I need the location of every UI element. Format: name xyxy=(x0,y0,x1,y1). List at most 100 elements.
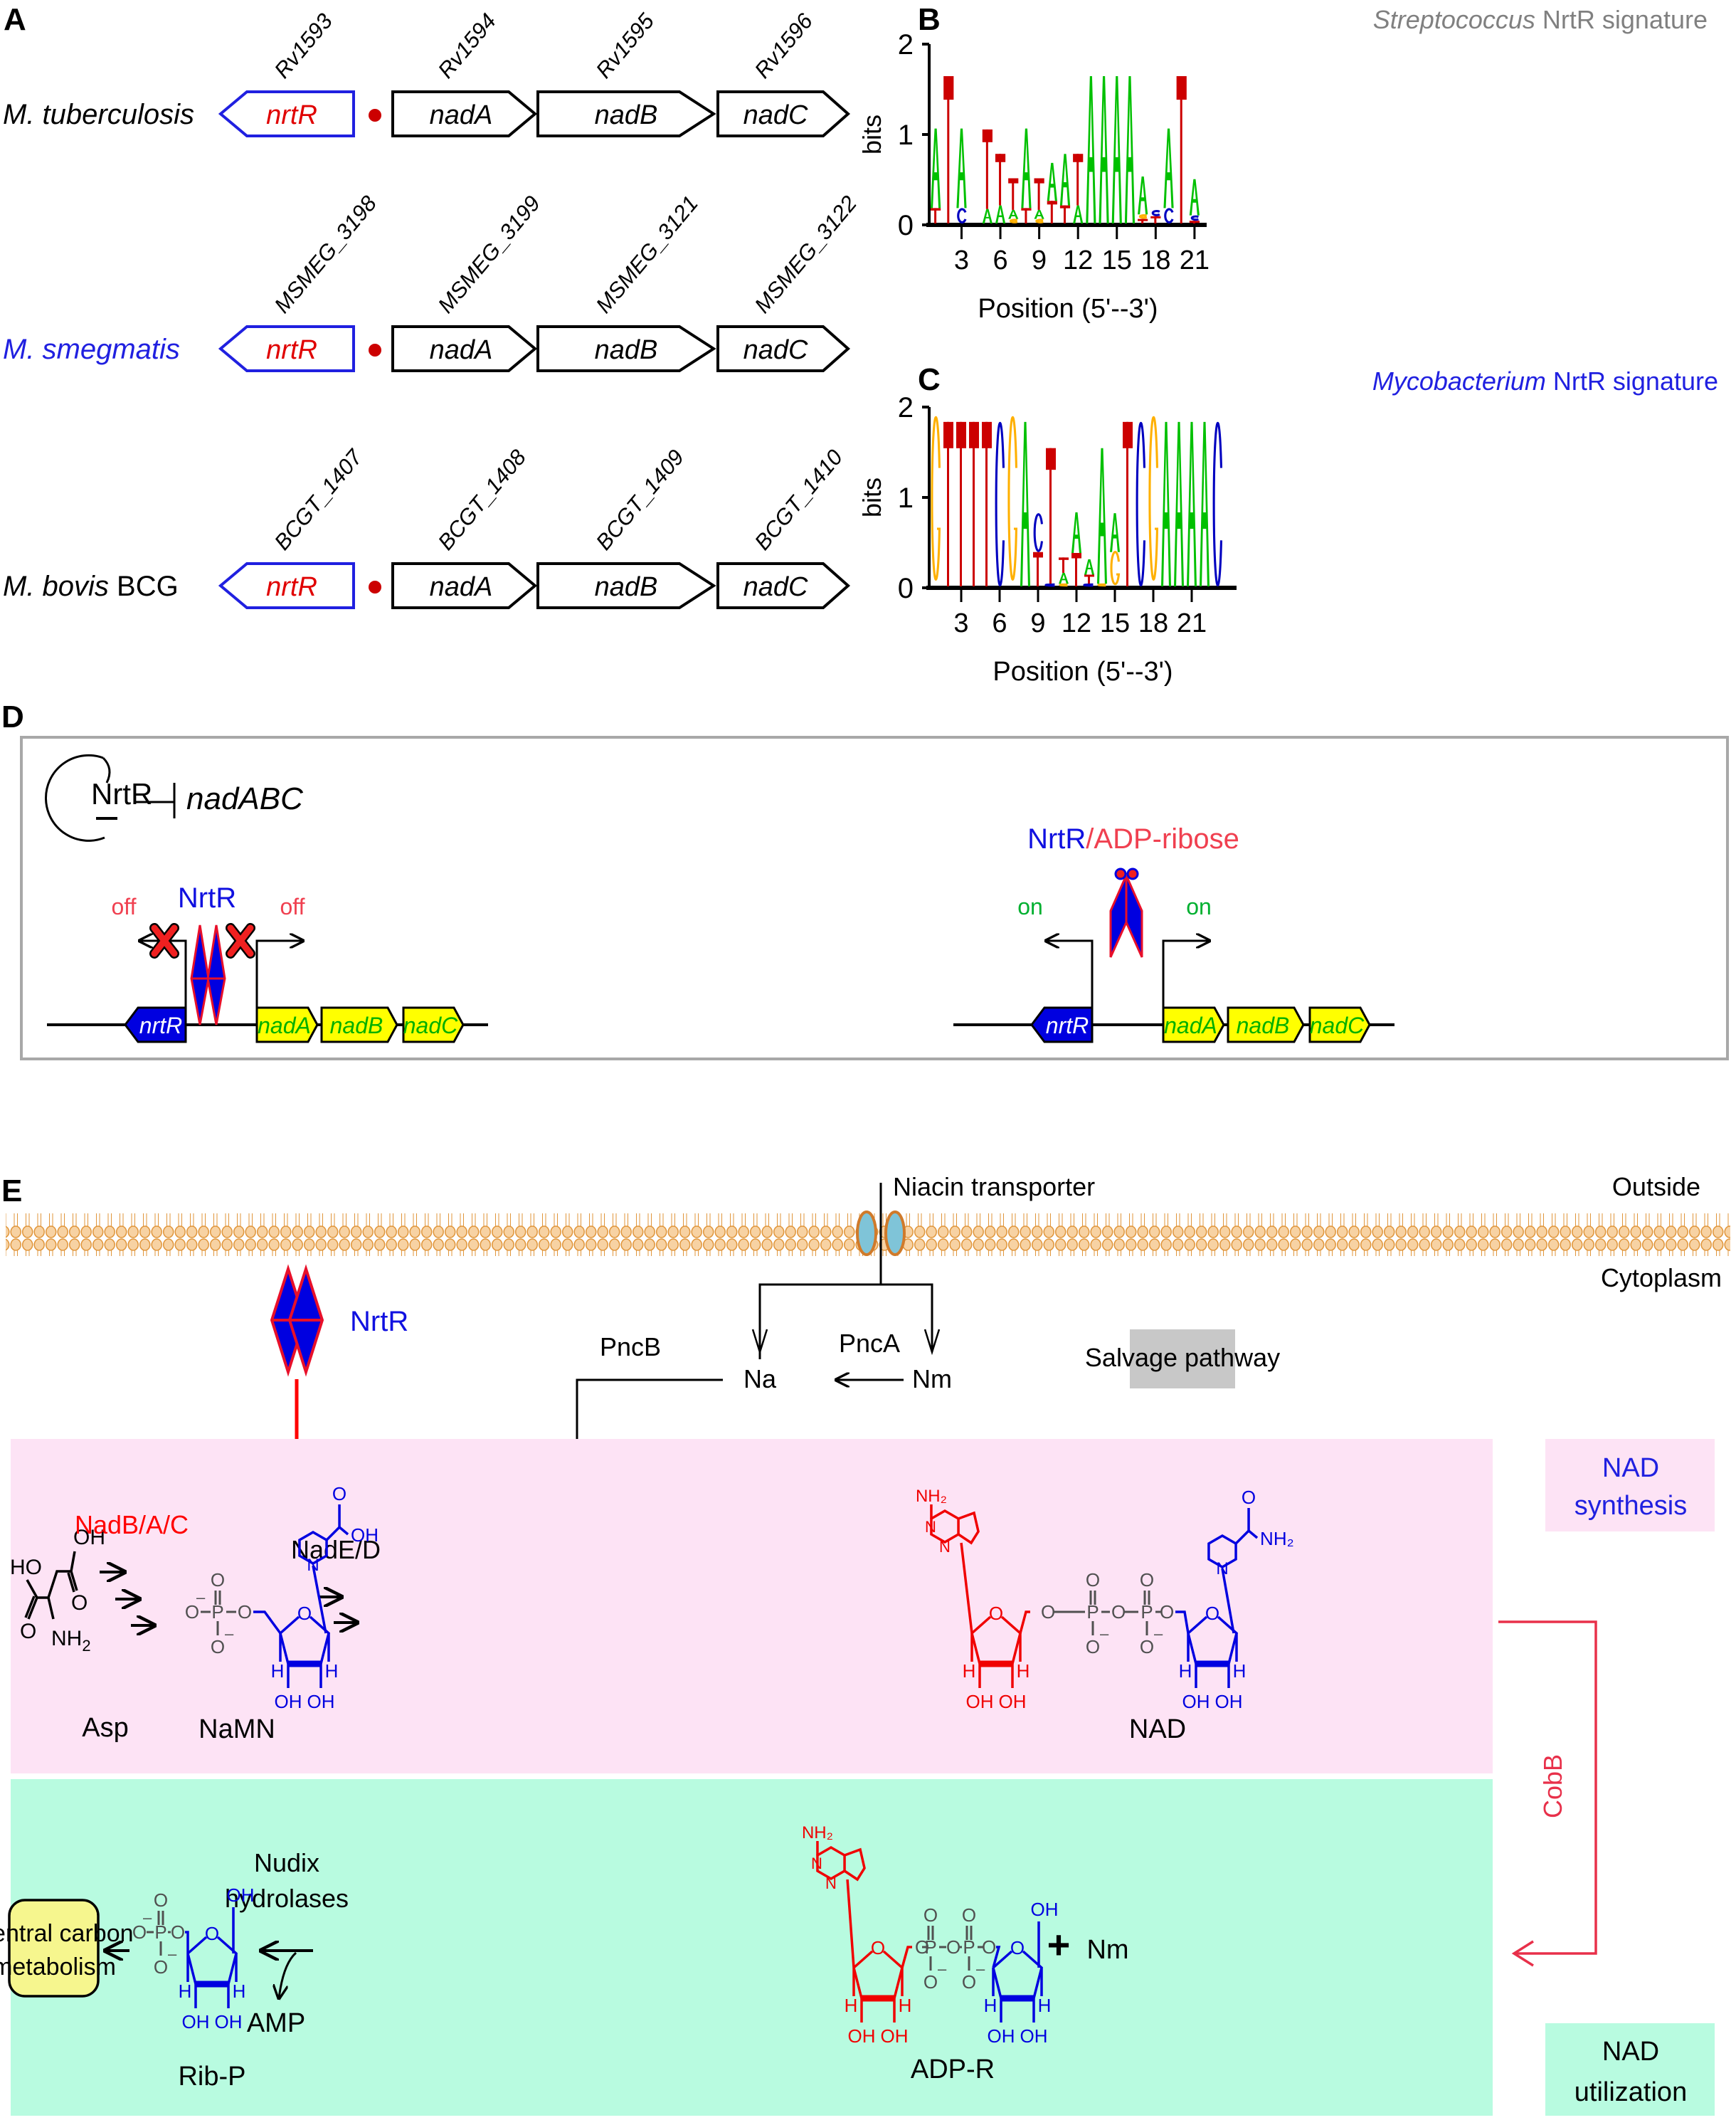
logo-x-tick-label: 6 xyxy=(993,246,1007,275)
svg-text:H: H xyxy=(1233,1660,1247,1682)
organism-italic: M. smegmatis xyxy=(3,334,180,365)
logo-letter-A xyxy=(1073,205,1084,223)
metabolite-asp: Asp xyxy=(82,1713,128,1743)
panel-label-e: E xyxy=(1,1174,22,1208)
gene-label: nadB xyxy=(595,572,658,602)
promoter-arrow-right xyxy=(1162,941,1210,1008)
svg-text:O: O xyxy=(185,1601,199,1623)
gene-arrow-nadB xyxy=(536,562,716,609)
gene-nadB xyxy=(1227,1006,1305,1043)
autoregulation-nrtr-label: NrtR xyxy=(91,777,152,811)
organism-name: M. tuberculosis xyxy=(3,99,194,130)
svg-text:OH: OH xyxy=(999,1691,1027,1712)
salvage-pathway-label: Salvage pathway xyxy=(1085,1343,1280,1372)
logo-y-tick-label: 2 xyxy=(898,392,914,423)
nad-synthesis-area xyxy=(11,1439,1493,1773)
logo-x-tick-label: 3 xyxy=(954,246,969,275)
metabolite-namn: NaMN xyxy=(199,1714,275,1744)
panel-label-c: C xyxy=(918,362,941,397)
gene-arrow-nadA xyxy=(391,562,538,609)
svg-text:O: O xyxy=(1205,1603,1219,1624)
locus-tag: BCGT_1408 xyxy=(433,444,531,554)
logo-letter-T xyxy=(1073,154,1084,206)
blocked-x-icon xyxy=(149,923,179,959)
gene-label: nadC xyxy=(743,572,808,602)
locus-tag: BCGT_1407 xyxy=(270,444,369,555)
svg-text:OH: OH xyxy=(1020,2025,1048,2047)
arrow-to-na-icon xyxy=(751,1329,768,1356)
svg-text:H: H xyxy=(271,1660,285,1682)
logo-letter-T xyxy=(956,421,966,586)
logo-letter-T xyxy=(1059,557,1069,573)
logo-x-label: Position (5'--3') xyxy=(993,657,1173,687)
svg-text:H: H xyxy=(179,1981,192,2002)
gene-label: nadB xyxy=(330,1013,383,1038)
logo-letter-T xyxy=(943,421,953,586)
nad-synthesis-label-1: NAD xyxy=(1602,1453,1659,1483)
svg-text:O: O xyxy=(1160,1601,1174,1623)
gene-label: nrtR xyxy=(266,335,317,365)
gene-arrow-nadB xyxy=(536,90,716,137)
logo-letter-G xyxy=(1097,583,1106,587)
logo-letter-C xyxy=(1212,421,1222,586)
svg-text:H: H xyxy=(963,1660,976,1682)
logo-letter-A xyxy=(1034,209,1044,219)
svg-text:N: N xyxy=(925,1518,936,1536)
gene-label: nadC xyxy=(743,100,808,130)
enzyme-pnca: PncA xyxy=(839,1329,900,1358)
svg-text:–: – xyxy=(196,1588,206,1606)
logo-letter-A xyxy=(1161,421,1171,586)
svg-text:P: P xyxy=(154,1921,166,1943)
logo-letter-A xyxy=(1071,512,1081,554)
svg-text:OH: OH xyxy=(966,1691,994,1712)
logo-letter-A xyxy=(1138,176,1148,215)
logo-letter-C xyxy=(1164,208,1174,223)
svg-text:O: O xyxy=(923,1904,938,1926)
enzyme-pncb: PncB xyxy=(600,1332,661,1361)
svg-text:O: O xyxy=(1242,1487,1256,1508)
asp-o1: O xyxy=(20,1620,36,1643)
svg-text:OH: OH xyxy=(351,1524,379,1546)
logo-letter-T xyxy=(1123,421,1133,586)
logo-x-tick-label: 21 xyxy=(1177,608,1207,638)
svg-text:O: O xyxy=(946,1936,960,1958)
gene-label: nadC xyxy=(743,335,808,365)
svg-text:O: O xyxy=(205,1923,219,1944)
logo-letter-A xyxy=(1008,209,1019,219)
organism-name: M. bovis BCG xyxy=(3,571,179,602)
logo-x-tick-label: 18 xyxy=(1138,608,1168,638)
logo-letter-A xyxy=(1163,128,1174,209)
svg-text:–: – xyxy=(168,1945,177,1963)
logo-x-tick-label: 6 xyxy=(992,608,1007,638)
enzyme-nadbac: NadB/A/C xyxy=(75,1510,189,1539)
plus-sign: + xyxy=(1047,1922,1071,1967)
svg-text:O: O xyxy=(332,1483,346,1504)
logo-x-tick-label: 15 xyxy=(1100,608,1130,638)
cytoplasm-label: Cytoplasm xyxy=(1601,1263,1722,1292)
svg-text:O: O xyxy=(1041,1601,1055,1623)
svg-text:O: O xyxy=(211,1569,225,1591)
autoregulation-loop-icon xyxy=(45,754,105,842)
logo-letter-C xyxy=(1151,209,1160,216)
salvage-pathway-box xyxy=(1130,1329,1235,1388)
nad-utilization-label-1: NAD xyxy=(1602,2037,1659,2067)
logo-letter-A xyxy=(995,205,1006,223)
central-carbon-metabolism-box xyxy=(8,1899,100,1998)
logo-letter-G xyxy=(1007,416,1018,581)
logo-y-tick-label: 1 xyxy=(898,120,914,151)
promoter-dot-icon xyxy=(369,344,381,357)
panel-label-a: A xyxy=(4,2,26,37)
locus-tag: MSMEG_3199 xyxy=(433,191,546,317)
logo-letter-T xyxy=(1033,552,1043,586)
nrtr-adpr-complex-icon xyxy=(1109,867,1143,958)
gene-arrow-nrtR xyxy=(218,562,355,609)
svg-text:P: P xyxy=(963,1936,975,1958)
logo-x-tick-label: 12 xyxy=(1062,608,1091,638)
logo-letter-T xyxy=(1138,218,1148,223)
logo-x-tick-label: 18 xyxy=(1140,246,1170,275)
gene-label: nadB xyxy=(595,100,658,130)
svg-text:P: P xyxy=(1086,1601,1099,1623)
logo-x-tick-label: 15 xyxy=(1102,246,1132,275)
autoregulation-loop-top-icon xyxy=(102,756,111,784)
